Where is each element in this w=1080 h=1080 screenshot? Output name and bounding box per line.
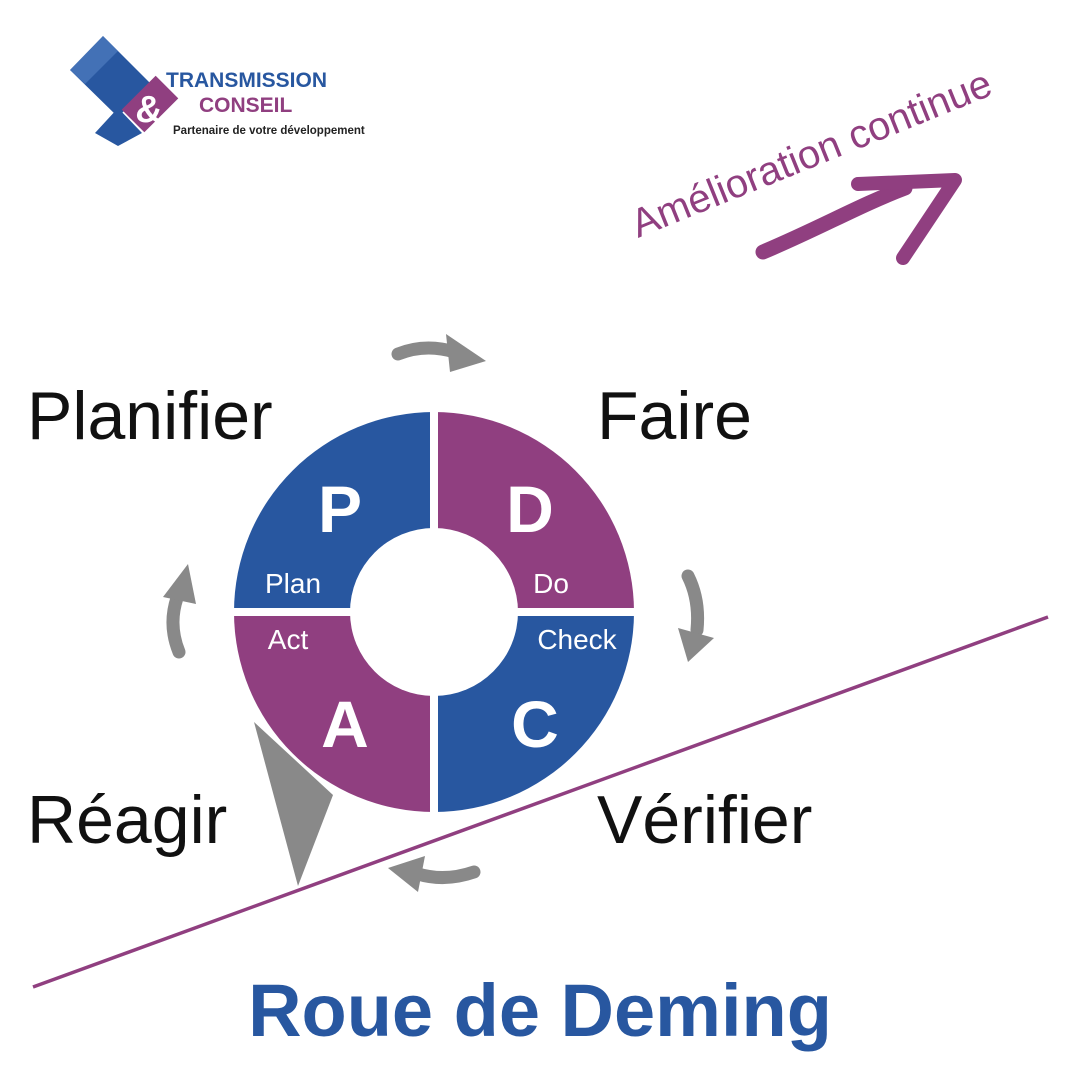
wheel-stopper-wedge (254, 722, 333, 886)
wheel-hole (350, 528, 518, 696)
stage-check-label: Vérifier (597, 782, 812, 858)
cycle-arrows (163, 334, 714, 892)
pdca-wheel: P D C A Plan Do Check Act (230, 408, 638, 816)
label-check: Check (537, 624, 617, 655)
logo-tagline: Partenaire de votre développement (173, 125, 365, 137)
label-act: Act (268, 624, 309, 655)
arrow-do-to-check-icon (678, 569, 714, 662)
letter-d: D (506, 472, 554, 546)
slope-line (32, 615, 1049, 989)
arrow-check-to-act-icon (388, 856, 481, 892)
page-title: Roue de Deming (248, 969, 832, 1052)
stage-act-label: Réagir (27, 782, 227, 858)
logo-line2: CONSEIL (199, 94, 293, 117)
letter-c: C (511, 687, 559, 761)
logo-ampersand: & (135, 89, 162, 131)
improvement-arrow-icon (755, 173, 962, 265)
company-logo: & TRANSMISSION CONSEIL Partenaire de vot… (70, 36, 365, 146)
stage-do-label: Faire (597, 378, 752, 454)
logo-mark: & (70, 36, 179, 146)
improvement-label: Amélioration continue (625, 61, 998, 246)
arrow-plan-to-do-icon (391, 334, 486, 372)
letter-p: P (318, 472, 362, 546)
label-plan: Plan (265, 568, 321, 599)
arrow-act-to-plan-icon (163, 564, 196, 659)
stage-plan-label: Planifier (27, 378, 273, 454)
logo-line1: TRANSMISSION (166, 69, 327, 92)
letter-a: A (321, 687, 369, 761)
label-do: Do (533, 568, 569, 599)
